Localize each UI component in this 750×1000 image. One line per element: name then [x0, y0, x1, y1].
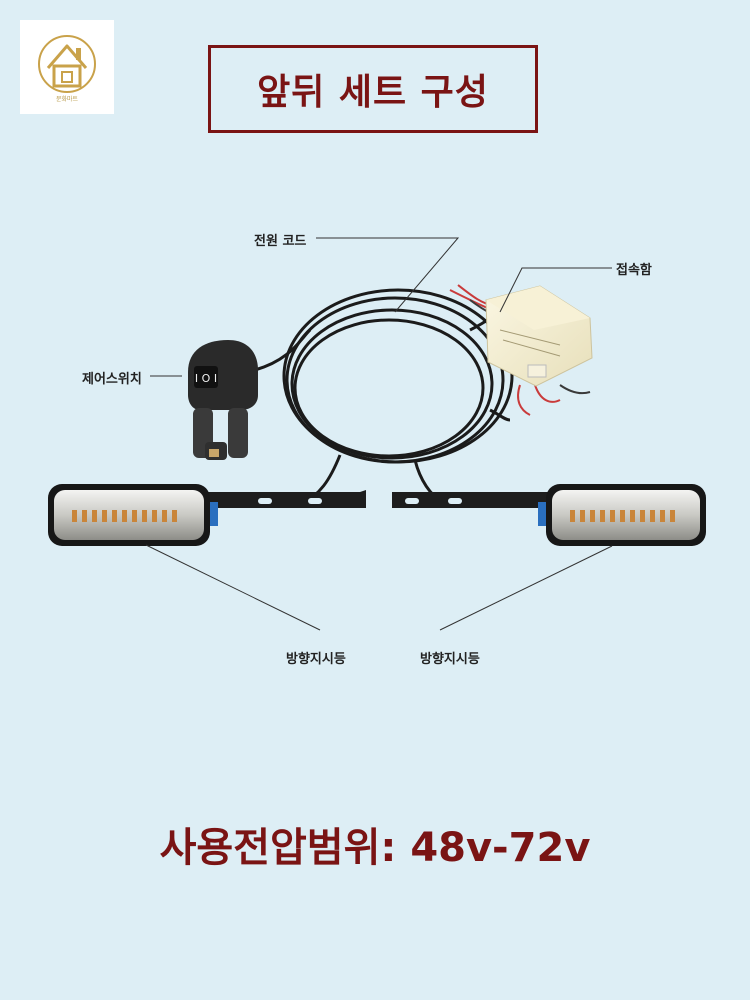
- label-power-cord: 전원 코드: [254, 234, 307, 249]
- leader-lines: [145, 237, 613, 631]
- power-cord: [254, 288, 514, 507]
- label-turn-signal-right: 방향지시등: [420, 652, 480, 667]
- turn-signal-left: [48, 484, 366, 546]
- label-turn-signal-left: 방향지시등: [286, 652, 346, 667]
- label-control-switch: 제어스위치: [82, 372, 142, 387]
- brand-logo: 문화마트: [20, 20, 114, 114]
- svg-text:I O I: I O I: [195, 372, 217, 385]
- logo-text: 문화마트: [55, 96, 79, 103]
- page-title: 앞뒤 세트 구성: [257, 72, 489, 113]
- junction-box: [449, 284, 593, 416]
- turn-signal-right: [392, 484, 706, 546]
- title-frame: 앞뒤 세트 구성: [208, 45, 538, 133]
- voltage-range-text: 사용전압범위: 48v-72v: [159, 825, 591, 871]
- label-junction-box: 접속함: [616, 263, 652, 278]
- house-icon: [38, 35, 96, 93]
- control-switch: I O I: [188, 340, 258, 460]
